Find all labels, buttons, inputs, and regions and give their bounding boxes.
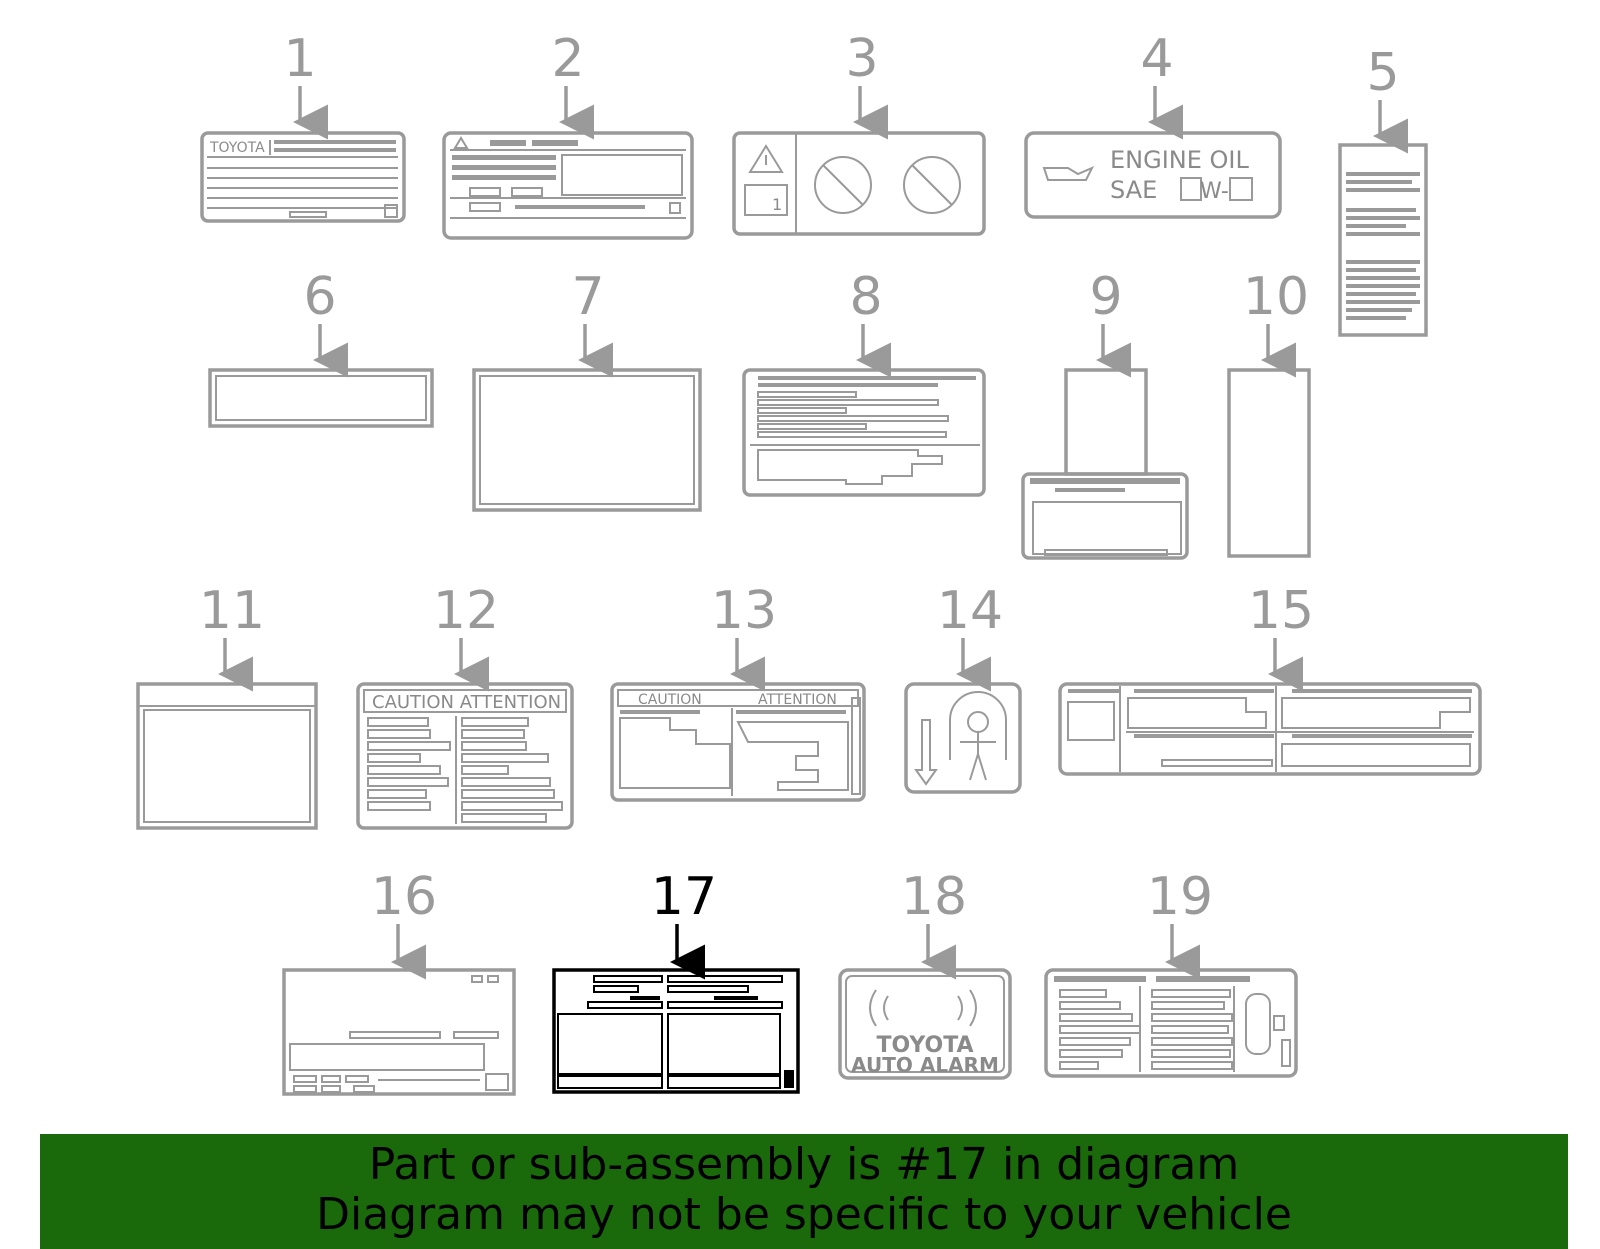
label-6[interactable] bbox=[208, 368, 434, 428]
callout-14[interactable]: 14 bbox=[937, 581, 1003, 641]
label-9[interactable] bbox=[1021, 368, 1189, 560]
info-banner: Part or sub-assembly is #17 in diagram D… bbox=[40, 1134, 1568, 1249]
label-4[interactable]: ENGINE OIL SAE W- bbox=[1024, 131, 1282, 219]
svg-text:1: 1 bbox=[772, 195, 782, 214]
callout-2[interactable]: 2 bbox=[551, 29, 584, 89]
sae-text: SAE bbox=[1110, 176, 1157, 204]
engine-oil-text: ENGINE OIL bbox=[1110, 146, 1250, 174]
label-8[interactable] bbox=[742, 368, 986, 497]
callout-10[interactable]: 10 bbox=[1243, 267, 1309, 327]
label-16[interactable] bbox=[282, 968, 516, 1096]
label-11[interactable] bbox=[136, 682, 318, 830]
label-3[interactable]: 1 bbox=[732, 131, 986, 236]
child-seat-icon bbox=[949, 691, 1007, 760]
alarm-waves-icon bbox=[869, 989, 977, 1027]
label-12[interactable]: CAUTION ATTENTION bbox=[356, 682, 574, 830]
warning-icon bbox=[748, 144, 784, 173]
child-icon bbox=[967, 711, 989, 733]
label-14[interactable] bbox=[904, 682, 1022, 794]
label-7[interactable] bbox=[472, 368, 702, 512]
callout-1[interactable]: 1 bbox=[283, 29, 316, 89]
callout-5[interactable]: 5 bbox=[1366, 43, 1399, 103]
callout-16[interactable]: 16 bbox=[371, 867, 437, 927]
callout-15[interactable]: 15 bbox=[1248, 581, 1314, 641]
callout-6[interactable]: 6 bbox=[303, 267, 336, 327]
callout-7[interactable]: 7 bbox=[571, 267, 604, 327]
label-1[interactable]: TOYOTA bbox=[200, 131, 406, 223]
pump-icon bbox=[1067, 701, 1115, 741]
callout-19[interactable]: 19 bbox=[1147, 867, 1213, 927]
callout-9[interactable]: 9 bbox=[1089, 267, 1122, 327]
callout-numbers: 1 2 3 4 5 6 7 8 9 10 11 12 13 14 15 16 1… bbox=[199, 29, 1400, 927]
label-15[interactable] bbox=[1058, 682, 1482, 776]
callout-12[interactable]: 12 bbox=[433, 581, 499, 641]
label-19[interactable] bbox=[1044, 968, 1298, 1078]
down-arrow-icon bbox=[914, 719, 938, 786]
banner-line-1: Part or sub-assembly is #17 in diagram bbox=[368, 1139, 1240, 1190]
label-10[interactable] bbox=[1227, 368, 1311, 558]
label-5[interactable] bbox=[1338, 143, 1428, 337]
label-17[interactable] bbox=[552, 968, 800, 1094]
caution-text: CAUTION bbox=[638, 692, 702, 708]
auto-alarm-text: AUTO ALARM bbox=[851, 1053, 999, 1077]
callout-arrows bbox=[218, 86, 1408, 980]
callout-3[interactable]: 3 bbox=[845, 29, 878, 89]
callout-11[interactable]: 11 bbox=[199, 581, 265, 641]
label-18[interactable]: TOYOTA AUTO ALARM bbox=[838, 968, 1012, 1080]
banner-line-2: Diagram may not be specific to your vehi… bbox=[316, 1189, 1292, 1240]
callout-4[interactable]: 4 bbox=[1140, 29, 1173, 89]
car-icon bbox=[1245, 993, 1271, 1055]
callout-13[interactable]: 13 bbox=[711, 581, 777, 641]
caution-attention-text: CAUTION ATTENTION bbox=[372, 692, 561, 713]
label-13[interactable]: CAUTION ATTENTION bbox=[610, 682, 866, 802]
manual-icon bbox=[744, 184, 788, 216]
callout-8[interactable]: 8 bbox=[849, 267, 882, 327]
toyota-text: TOYOTA bbox=[209, 140, 265, 156]
callout-17[interactable]: 17 bbox=[651, 867, 717, 927]
attention-text: ATTENTION bbox=[758, 692, 837, 708]
callout-18[interactable]: 18 bbox=[901, 867, 967, 927]
oil-can-icon bbox=[1042, 166, 1095, 181]
no-spray-icon-2 bbox=[903, 156, 961, 214]
label-2[interactable] bbox=[442, 131, 694, 240]
no-spray-icon bbox=[814, 156, 872, 214]
w-text: W- bbox=[1200, 179, 1229, 204]
toyota-alarm-text: TOYOTA bbox=[876, 1033, 973, 1058]
